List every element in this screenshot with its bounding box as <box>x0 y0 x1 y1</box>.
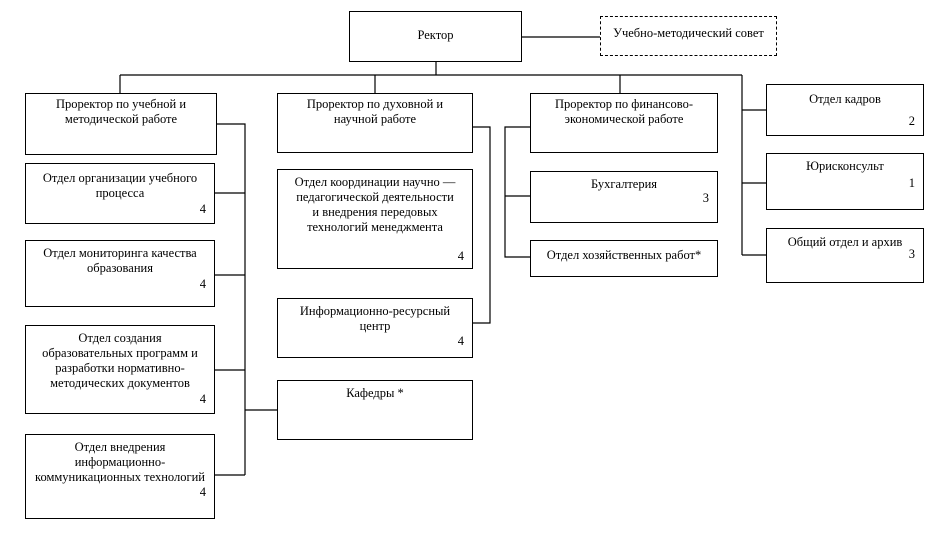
quality-box[interactable]: Отдел мониторинга качества образования 4 <box>25 240 215 307</box>
quality-label: Отдел мониторинга качества образования <box>43 246 197 275</box>
programs-count: 4 <box>199 392 206 406</box>
prorector-edu-box[interactable]: Проректор по учебной и методической рабо… <box>25 93 217 155</box>
edu-spine-connector <box>217 123 246 475</box>
chairs-box[interactable]: Кафедры * <box>277 380 473 440</box>
coord-box[interactable]: Отдел координации научно — педагогическо… <box>277 169 473 269</box>
council-label: Учебно-методический совет <box>613 26 764 40</box>
hr-label: Отдел кадров <box>809 92 881 106</box>
fin-spine-connector <box>504 126 530 258</box>
info-center-count: 4 <box>457 334 464 348</box>
legal-count: 1 <box>908 176 915 190</box>
chairs-label: Кафедры * <box>346 386 404 400</box>
edu-process-label: Отдел организации учебного процесса <box>42 171 198 200</box>
legal-box[interactable]: Юрисконсульт 1 <box>766 153 924 210</box>
legal-label: Юрисконсульт <box>806 159 884 173</box>
archive-label: Общий отдел и архив <box>787 235 903 249</box>
info-center-label: Информационно-ресурсный центр <box>299 304 451 333</box>
archive-count: 3 <box>908 247 915 261</box>
edu-process-count: 4 <box>199 202 206 216</box>
coord-count: 4 <box>457 249 464 263</box>
accounting-count: 3 <box>702 191 709 205</box>
economic-box[interactable]: Отдел хозяйственных работ* <box>530 240 718 277</box>
prorector-fin-box[interactable]: Проректор по финансово-экономической раб… <box>530 93 718 153</box>
economic-label: Отдел хозяйственных работ* <box>546 248 702 262</box>
programs-label: Отдел создания образовательных программ … <box>42 331 198 390</box>
prorector-edu-label: Проректор по учебной и методической рабо… <box>55 97 187 126</box>
coord-label: Отдел координации научно — педагогическо… <box>294 175 456 234</box>
quality-count: 4 <box>199 277 206 291</box>
accounting-box[interactable]: Бухгалтерия 3 <box>530 171 718 223</box>
archive-box[interactable]: Общий отдел и архив 3 <box>766 228 924 283</box>
hr-count: 2 <box>908 114 915 128</box>
ict-label: Отдел внедрения информационно-коммуникац… <box>35 440 205 484</box>
programs-box[interactable]: Отдел создания образовательных программ … <box>25 325 215 414</box>
edu-process-box[interactable]: Отдел организации учебного процесса 4 <box>25 163 215 224</box>
prorector-sci-box[interactable]: Проректор по духовной и научной работе <box>277 93 473 153</box>
rector-box[interactable]: Ректор <box>349 11 522 62</box>
sci-spine-connector <box>473 126 491 324</box>
hr-box[interactable]: Отдел кадров 2 <box>766 84 924 136</box>
prorector-sci-label: Проректор по духовной и научной работе <box>306 97 444 126</box>
ict-count: 4 <box>199 485 206 499</box>
rector-label: Ректор <box>417 28 454 42</box>
accounting-label: Бухгалтерия <box>590 177 658 191</box>
council-box[interactable]: Учебно-методический совет <box>600 16 777 56</box>
ict-box[interactable]: Отдел внедрения информационно-коммуникац… <box>25 434 215 519</box>
prorector-fin-label: Проректор по финансово-экономической раб… <box>555 97 693 126</box>
info-center-box[interactable]: Информационно-ресурсный центр 4 <box>277 298 473 358</box>
